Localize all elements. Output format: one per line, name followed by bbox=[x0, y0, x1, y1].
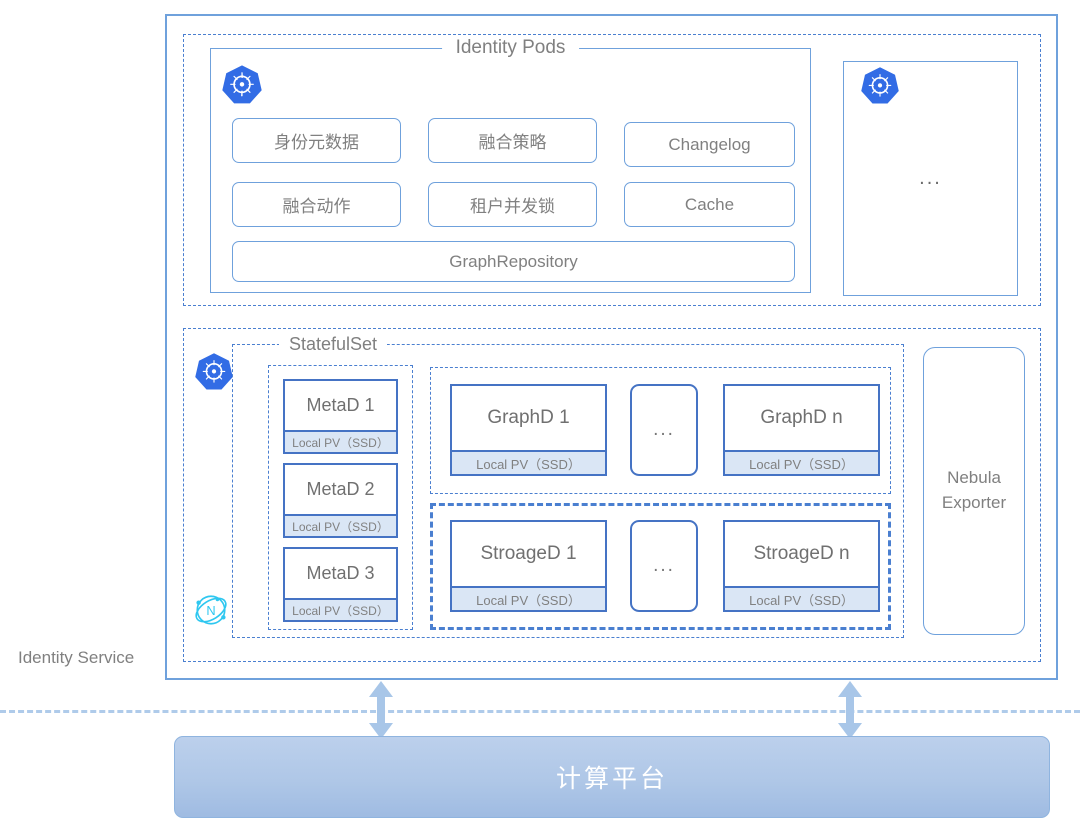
node-pv-label: Local PV（SSD） bbox=[725, 586, 878, 610]
pod-module-tenant-lock[interactable]: 租户并发锁 bbox=[428, 182, 597, 227]
kubernetes-icon bbox=[221, 64, 263, 106]
pod-module-label: 融合动作 bbox=[282, 197, 351, 216]
node-pv-label: Local PV（SSD） bbox=[285, 514, 396, 536]
ellipsis-label: ... bbox=[653, 419, 675, 440]
storaged-ellipsis-card: ... bbox=[630, 520, 698, 612]
kubernetes-icon bbox=[860, 66, 900, 106]
pod-module-label: GraphRepository bbox=[449, 251, 578, 271]
pod-module-label: Cache bbox=[684, 194, 735, 214]
graphd-node-first[interactable]: GraphD 1 Local PV（SSD） bbox=[450, 384, 607, 476]
svg-text:N: N bbox=[206, 603, 215, 618]
pod-module-identity-metadata[interactable]: 身份元数据 bbox=[232, 118, 401, 163]
pod-module-label: 租户并发锁 bbox=[470, 197, 555, 216]
pod-module-changelog[interactable]: Changelog bbox=[624, 122, 795, 167]
compute-platform-box[interactable]: 计算平台 bbox=[174, 736, 1050, 818]
pods-ellipsis-label: ... bbox=[919, 167, 942, 189]
graphd-rack bbox=[430, 367, 891, 494]
statefulset-legend: StatefulSet bbox=[279, 334, 388, 355]
identity-service-label: Identity Service bbox=[18, 648, 135, 667]
pod-module-graph-repository[interactable]: GraphRepository bbox=[232, 241, 795, 282]
pod-module-cache[interactable]: Cache bbox=[624, 182, 795, 227]
node-title: MetaD 3 bbox=[306, 563, 375, 583]
graphd-node-last[interactable]: GraphD n Local PV（SSD） bbox=[723, 384, 880, 476]
metad-rack bbox=[268, 365, 413, 630]
node-pv-label: Local PV（SSD） bbox=[452, 586, 605, 610]
node-title: StroageD n bbox=[753, 543, 850, 564]
node-pv-label: Local PV（SSD） bbox=[285, 598, 396, 620]
nebula-exporter-line2: Exporter bbox=[941, 493, 1007, 512]
node-title: GraphD 1 bbox=[487, 407, 570, 428]
pod-module-label: 身份元数据 bbox=[274, 133, 359, 152]
statefulset-group bbox=[183, 328, 1041, 662]
bidirectional-arrow-right bbox=[835, 681, 865, 739]
statefulset-box: StatefulSet bbox=[232, 334, 904, 638]
node-pv-label: Local PV（SSD） bbox=[452, 450, 605, 474]
identity-pods-group bbox=[183, 34, 1041, 306]
node-title: StroageD 1 bbox=[480, 543, 577, 564]
node-title: MetaD 2 bbox=[306, 479, 375, 499]
node-pv-label: Local PV（SSD） bbox=[725, 450, 878, 474]
storaged-node-last[interactable]: StroageD n Local PV（SSD） bbox=[723, 520, 880, 612]
bidirectional-arrow-left bbox=[366, 681, 396, 739]
storaged-node-first[interactable]: StroageD 1 Local PV（SSD） bbox=[450, 520, 607, 612]
nebula-exporter-line1: Nebula bbox=[947, 468, 1001, 488]
node-title: GraphD n bbox=[760, 407, 843, 428]
kubernetes-icon bbox=[194, 352, 234, 392]
storaged-rack bbox=[430, 503, 891, 630]
ellipsis-label: ... bbox=[653, 555, 675, 576]
metad-node-1[interactable]: MetaD 1 Local PV（SSD） bbox=[283, 379, 398, 454]
nebula-exporter-box[interactable]: Nebula Exporter bbox=[923, 347, 1025, 635]
pod-module-label: Changelog bbox=[668, 134, 751, 154]
identity-pods-legend: Identity Pods bbox=[441, 37, 580, 59]
pod-module-merge-action[interactable]: 融合动作 bbox=[232, 182, 401, 227]
nebula-graph-icon: N bbox=[189, 588, 233, 632]
node-title: MetaD 1 bbox=[306, 395, 375, 415]
graphd-ellipsis-card: ... bbox=[630, 384, 698, 476]
metad-node-3[interactable]: MetaD 3 Local PV（SSD） bbox=[283, 547, 398, 622]
metad-node-2[interactable]: MetaD 2 Local PV（SSD） bbox=[283, 463, 398, 538]
node-pv-label: Local PV（SSD） bbox=[285, 430, 396, 452]
pod-module-label: 融合策略 bbox=[478, 133, 547, 152]
boundary-divider bbox=[0, 710, 1080, 713]
compute-platform-label: 计算平台 bbox=[555, 765, 668, 793]
pod-module-merge-policy[interactable]: 融合策略 bbox=[428, 118, 597, 163]
